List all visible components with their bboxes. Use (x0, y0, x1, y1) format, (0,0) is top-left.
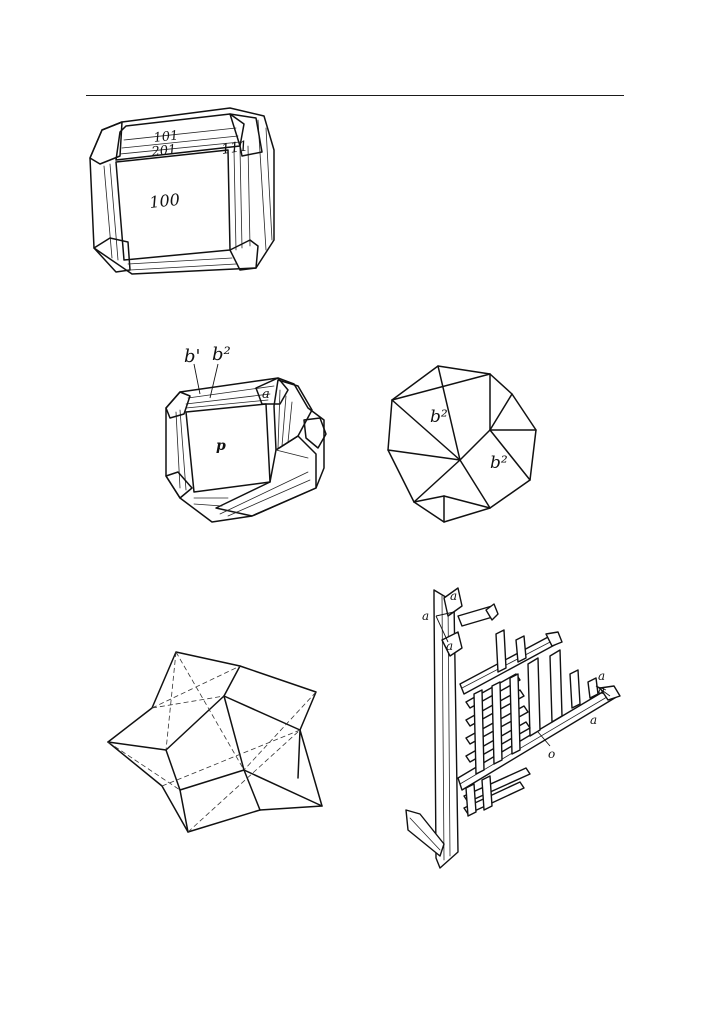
label-b2: b² (212, 344, 231, 365)
label-a-3: a (446, 639, 453, 653)
label-b2-lower: b² (490, 453, 508, 473)
label-a-2: a (422, 609, 429, 623)
label-o: o (548, 747, 555, 761)
label-p: p (216, 438, 226, 454)
figure-twinned-polyhedron (104, 650, 324, 840)
label-a-6: a (590, 713, 597, 727)
label-a-1: a (450, 589, 457, 603)
label-a-5: a (598, 683, 605, 697)
figure-dendritic-crystal: a a a a a a o (400, 582, 630, 874)
label-111: 111 (220, 138, 249, 158)
label-201: 201 (150, 142, 177, 160)
label-b2-upper: b² (430, 407, 448, 427)
figure-twinned-cube: b' b² a p (158, 338, 338, 528)
label-a-4: a (598, 669, 605, 683)
figure-cube-crystal: 101 201 111 100 (80, 100, 300, 280)
label-101: 101 (153, 128, 179, 146)
label-100: 100 (148, 190, 180, 212)
label-b-prime: b' (184, 346, 200, 367)
label-a: a (262, 387, 270, 402)
figure-polyhedron: b² b² (380, 360, 550, 530)
header-rule (86, 95, 624, 96)
